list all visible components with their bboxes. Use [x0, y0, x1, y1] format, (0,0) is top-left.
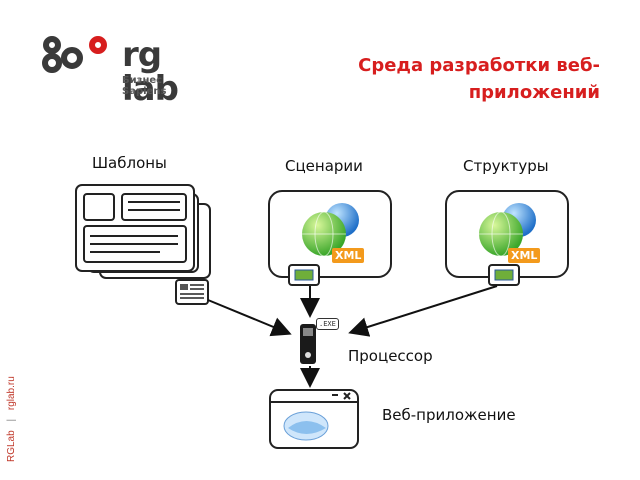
webapp-window — [269, 389, 359, 449]
arrow-structures-processor — [348, 285, 498, 337]
templates-label: Шаблоны — [92, 154, 167, 172]
globe-icon-3 — [283, 411, 329, 441]
side-branding: RGLab | rglab.ru — [0, 330, 20, 480]
templates-node — [75, 184, 211, 305]
scenarios-label: Сценарии — [285, 157, 363, 175]
side-brand: RGLab — [6, 430, 17, 462]
side-site-text: RGLab | rglab.ru — [6, 376, 17, 462]
processor-icon — [300, 324, 316, 364]
logo-mark-icon — [42, 36, 107, 73]
logo: rg lab Бизнес Sapiens — [38, 36, 208, 106]
window-controls-icon — [332, 392, 351, 400]
globe-icon — [302, 203, 359, 257]
side-site: rglab.ru — [6, 376, 17, 411]
scenario-connector-icon — [288, 264, 320, 286]
exe-badge: .EXE — [316, 318, 339, 330]
side-separator: | — [6, 418, 17, 422]
xml-badge-2: XML — [508, 248, 541, 263]
logo-brand: rg lab — [122, 35, 179, 109]
logo-subtitle: Бизнес Sapiens — [122, 75, 167, 97]
webapp-label: Веб-приложение — [382, 406, 516, 424]
processor-label: Процессор — [348, 347, 433, 365]
xml-badge: XML — [332, 248, 365, 263]
structure-connector-icon — [488, 264, 520, 286]
arrow-templates-processor — [207, 299, 292, 337]
page-title: Среда разработки веб-приложений — [358, 55, 600, 103]
template-file-icon — [175, 279, 209, 305]
structures-label: Структуры — [463, 157, 549, 175]
globe-icon-2 — [479, 203, 536, 257]
